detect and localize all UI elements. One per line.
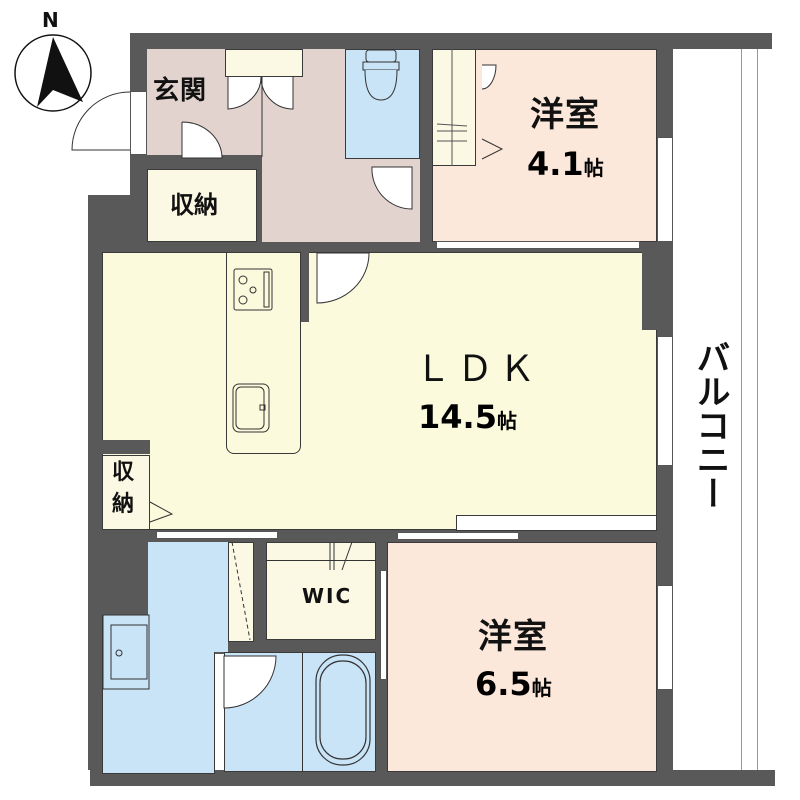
linen-closet-door-icon — [231, 541, 251, 641]
wall-washroom-left — [88, 540, 148, 615]
compass-north-label: N — [42, 8, 59, 32]
toilet-icon — [362, 49, 400, 101]
wic-hanger-icon — [329, 541, 353, 571]
storage-entrance-door-icon — [181, 121, 223, 159]
stove-icon — [233, 268, 273, 311]
entrance-door-icon[interactable] — [70, 91, 132, 152]
linen-closet — [228, 542, 254, 642]
shoe-cabinet-doors-icon — [227, 76, 294, 157]
wall-toilet-right — [418, 33, 432, 253]
western-room-1-size-value: 4.1 — [527, 145, 584, 183]
window-western-1 — [657, 137, 673, 242]
bathroom-door-icon[interactable] — [223, 655, 279, 711]
wic-label: WIC — [302, 584, 353, 608]
hall-lower — [300, 49, 345, 89]
western-room-1-size: 4.1帖 — [527, 145, 604, 183]
wall-ldk-right-pillar-2 — [642, 248, 662, 330]
sliding-door-western-1[interactable] — [436, 241, 640, 249]
western-room-2-label: 洋室 — [478, 617, 548, 657]
wall-ldk-storage — [88, 440, 150, 454]
storage-ldk-label-line1: 収 — [112, 460, 135, 485]
wall-wic-left — [252, 540, 266, 650]
bathtub-icon — [315, 654, 371, 766]
closet-room-1-doors-icon — [436, 49, 504, 166]
ldk-window-sill — [456, 515, 657, 531]
sliding-door-western-2[interactable] — [380, 570, 387, 680]
storage-ldk-label-line2: 納 — [112, 492, 135, 517]
toilet-door-icon[interactable] — [371, 166, 416, 212]
storage-ldk-door-icon — [149, 501, 174, 523]
wic — [266, 542, 376, 640]
balcony-label: バルコニー — [690, 340, 730, 510]
western-room-1-size-unit: 帖 — [583, 156, 604, 180]
western-room-2-size-unit: 帖 — [531, 676, 552, 700]
shoe-cabinet — [225, 49, 303, 77]
washroom-corridor — [148, 542, 228, 652]
balcony — [672, 48, 772, 770]
entrance-door-frame — [130, 91, 147, 155]
ldk — [102, 252, 657, 530]
balcony-rail-inner — [741, 48, 742, 770]
sink-icon — [232, 383, 270, 433]
wall-bottom — [90, 770, 775, 786]
ldk-door-icon[interactable] — [316, 252, 372, 305]
sliding-door-ldk-wash[interactable] — [156, 531, 278, 539]
wic-shelf — [266, 560, 376, 561]
wall-top — [130, 33, 772, 49]
wall-wic-bottom — [214, 640, 386, 654]
storage-entrance-label: 収納 — [170, 191, 218, 219]
ldk-size-unit: 帖 — [496, 409, 517, 433]
washbasin-icon — [102, 614, 150, 690]
storage-entrance — [147, 169, 257, 242]
window-ldk — [657, 336, 673, 466]
window-western-2 — [657, 585, 673, 690]
storage-ldk — [102, 455, 150, 530]
wall-left-upper — [130, 33, 147, 91]
sliding-door-ldk-western-2[interactable] — [397, 532, 519, 540]
western-room-2 — [387, 542, 657, 772]
bathroom-divider — [302, 652, 303, 772]
western-room-1-label: 洋室 — [530, 95, 600, 135]
ldk-size: 14.5帖 — [418, 398, 517, 436]
entrance-label: 玄関 — [153, 76, 208, 106]
wall-left-lower-upper — [130, 155, 147, 195]
closet-room-1 — [432, 49, 476, 166]
western-room-2-size-value: 6.5 — [475, 665, 532, 703]
ldk-label: ＬＤＫ — [415, 349, 542, 390]
ldk-size-value: 14.5 — [418, 398, 497, 436]
western-room-2-size: 6.5帖 — [475, 665, 552, 703]
wall-genkan-bottom — [147, 155, 267, 169]
compass-north-arrow-icon — [14, 34, 92, 112]
balcony-rail-outer — [757, 48, 758, 770]
